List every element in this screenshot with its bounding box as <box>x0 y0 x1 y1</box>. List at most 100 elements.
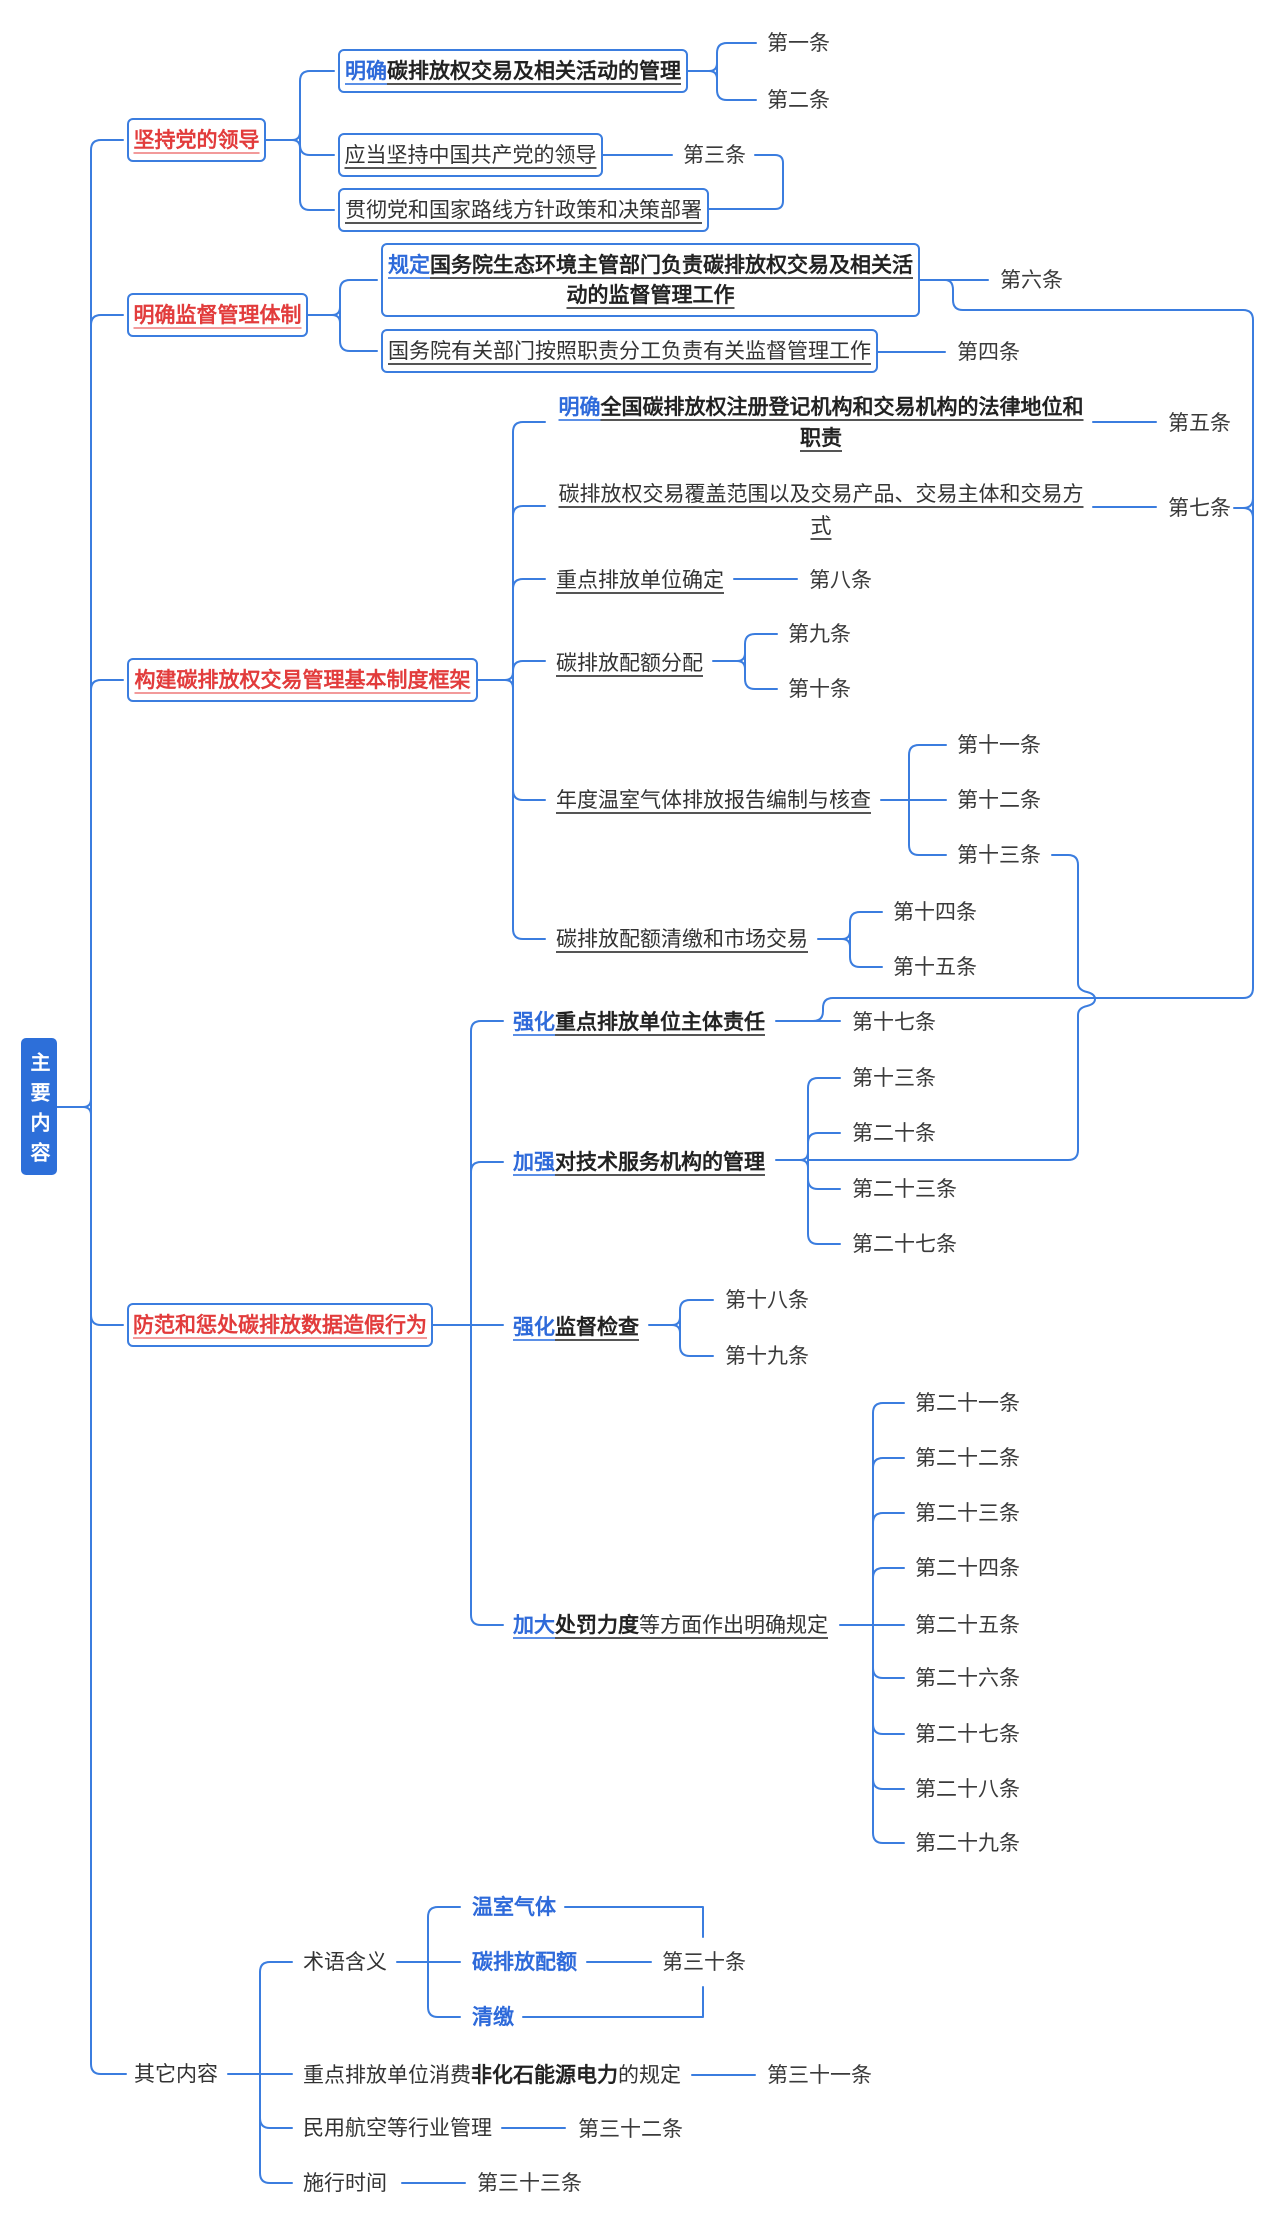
article-label[interactable]: 第二十八条 <box>915 1777 1020 1801</box>
article-label[interactable]: 第二十五条 <box>915 1613 1020 1637</box>
connector-s4-i1-bracket <box>807 1077 841 1245</box>
article-label[interactable]: 第十九条 <box>725 1344 809 1368</box>
article-label[interactable]: 第三十一条 <box>767 2063 872 2087</box>
article-label[interactable]: 第十七条 <box>852 1010 936 1034</box>
relation-line-article13 <box>807 854 1096 1161</box>
article-label[interactable]: 第三条 <box>683 143 746 167</box>
connector-s4-i3-branch <box>872 1778 905 1790</box>
connector-s4-i1-branch <box>807 1178 841 1190</box>
node-s2-item0[interactable]: 规定国务院生态环境主管部门负责碳排放权交易及相关活动的监督管理工作 <box>381 243 920 317</box>
article-label[interactable]: 第十条 <box>788 677 851 701</box>
relation-line-article3 <box>708 154 784 210</box>
article-label[interactable]: 第十三条 <box>957 843 1041 867</box>
connector-s4-i3-bracket <box>872 1402 905 1844</box>
term-node[interactable]: 清缴 <box>472 2003 514 2031</box>
node-s1-item2[interactable]: 贯彻党和国家路线方针政策和决策部署 <box>338 188 709 232</box>
node-text: 等方面作出明确规定 <box>639 1613 828 1637</box>
node-s3-item3[interactable]: 碳排放配额分配 <box>556 649 703 677</box>
keyword-highlight: 加大 <box>513 1613 555 1637</box>
article-label[interactable]: 第三十二条 <box>578 2117 683 2141</box>
article-label[interactable]: 第二十二条 <box>915 1446 1020 1470</box>
node-s4-item3[interactable]: 加大处罚力度等方面作出明确规定 <box>513 1611 828 1639</box>
article-label[interactable]: 第二十条 <box>852 1121 936 1145</box>
connector-s4-i2-bracket <box>679 1299 714 1357</box>
connector-trunk <box>90 139 127 2075</box>
connector-s1-branch <box>299 144 335 156</box>
connector-s1 <box>265 131 301 149</box>
article-label[interactable]: 第十二条 <box>957 788 1041 812</box>
root-node[interactable]: 主要内容 <box>21 1038 57 1175</box>
node-s5-item2[interactable]: 民用航空等行业管理 <box>303 2114 492 2142</box>
node-s4-item0[interactable]: 强化重点排放单位主体责任 <box>513 1008 765 1036</box>
node-text: 应当坚持中国共产党的领导 <box>344 143 597 167</box>
section-title-label: 其它内容 <box>134 2062 218 2086</box>
article-label[interactable]: 第二十九条 <box>915 1831 1020 1855</box>
node-s3-item2[interactable]: 重点排放单位确定 <box>556 566 724 594</box>
connector-s1-i0 <box>687 62 718 80</box>
term-label: 碳排放配额 <box>472 1950 577 1974</box>
node-text: 监督检查 <box>555 1315 639 1339</box>
node-s3-item4[interactable]: 年度温室气体排放报告编制与核查 <box>556 786 871 814</box>
article-label[interactable]: 第五条 <box>1168 411 1231 435</box>
article-label[interactable]: 第十八条 <box>725 1288 809 1312</box>
node-s5-item1[interactable]: 重点排放单位消费非化石能源电力的规定 <box>303 2061 681 2089</box>
connector-s3-bracket <box>512 421 546 940</box>
article-label[interactable]: 第二条 <box>767 88 830 112</box>
article-label[interactable]: 第十五条 <box>893 955 977 979</box>
section-title-supervision-system[interactable]: 明确监督管理体制 <box>127 293 308 337</box>
connector-s1-i0-bracket <box>716 42 757 101</box>
node-emphasis: 非化石能源电力 <box>471 2063 618 2087</box>
article-label[interactable]: 第二十三条 <box>915 1501 1020 1525</box>
connector-s4-i3-branch <box>872 1667 905 1679</box>
article-label[interactable]: 第十四条 <box>893 900 977 924</box>
section-title-other-content[interactable]: 其它内容 <box>134 2060 218 2088</box>
section-title-trading-framework[interactable]: 构建碳排放权交易管理基本制度框架 <box>127 658 478 702</box>
relation-line-article6 <box>807 279 1254 1022</box>
article-label[interactable]: 第十一条 <box>957 733 1041 757</box>
keyword-highlight: 强化 <box>513 1010 555 1034</box>
keyword-highlight: 规定 <box>388 253 430 277</box>
connector-s4-i3-branch <box>872 1567 905 1579</box>
node-text: 国务院生态环境主管部门负责碳排放权交易及相关活动的监督管理工作 <box>430 253 913 307</box>
node-s3-item0[interactable]: 明确全国碳排放权注册登记机构和交易机构的法律地位和职责 <box>556 392 1086 454</box>
section-title-party-leadership[interactable]: 坚持党的领导 <box>127 118 266 162</box>
connector-s3 <box>477 671 514 689</box>
article-label[interactable]: 第一条 <box>767 31 830 55</box>
article-label[interactable]: 第十三条 <box>852 1066 936 1090</box>
node-s4-item2[interactable]: 强化监督检查 <box>513 1313 639 1341</box>
section-title-data-fraud[interactable]: 防范和惩处碳排放数据造假行为 <box>127 1303 433 1347</box>
article-label[interactable]: 第二十六条 <box>915 1666 1020 1690</box>
article-label[interactable]: 第九条 <box>788 622 851 646</box>
node-text: 重点排放单位消费 <box>303 2063 471 2087</box>
article-label[interactable]: 第二十四条 <box>915 1556 1020 1580</box>
article-label[interactable]: 第二十七条 <box>852 1232 957 1256</box>
article-label[interactable]: 第四条 <box>957 340 1020 364</box>
node-s1-item0[interactable]: 明确碳排放权交易及相关活动的管理 <box>338 49 688 93</box>
node-s2-item1[interactable]: 国务院有关部门按照职责分工负责有关监督管理工作 <box>381 329 878 373</box>
node-text: 重点排放单位主体责任 <box>555 1010 765 1034</box>
section-title-label: 构建碳排放权交易管理基本制度框架 <box>134 668 471 692</box>
article-label[interactable]: 第七条 <box>1168 496 1231 520</box>
node-text: 重点排放单位确定 <box>556 568 724 592</box>
node-text: 国务院有关部门按照职责分工负责有关监督管理工作 <box>388 339 871 363</box>
term-node[interactable]: 温室气体 <box>472 1893 556 1921</box>
connector-root <box>56 1098 92 1116</box>
term-node[interactable]: 碳排放配额 <box>472 1948 577 1976</box>
article-label[interactable]: 第二十七条 <box>915 1722 1020 1746</box>
article-label[interactable]: 第二十三条 <box>852 1177 957 1201</box>
node-s5-item0[interactable]: 术语含义 <box>303 1948 387 1976</box>
node-s3-item1[interactable]: 碳排放权交易覆盖范围以及交易产品、交易主体和交易方式 <box>556 478 1086 542</box>
node-s1-item1[interactable]: 应当坚持中国共产党的领导 <box>338 133 603 177</box>
connector-s4-bracket <box>470 1020 504 1626</box>
node-s3-item5[interactable]: 碳排放配额清缴和市场交易 <box>556 925 808 953</box>
connector-s1-bracket <box>299 70 335 211</box>
article-label[interactable]: 第三十三条 <box>477 2171 582 2195</box>
article-label[interactable]: 第六条 <box>1000 268 1063 292</box>
article-label[interactable]: 第八条 <box>809 568 872 592</box>
article-label[interactable]: 第三十条 <box>662 1950 746 1974</box>
node-s5-item3[interactable]: 施行时间 <box>303 2169 387 2197</box>
node-s4-item1[interactable]: 加强对技术服务机构的管理 <box>513 1148 765 1176</box>
article-label[interactable]: 第二十一条 <box>915 1391 1020 1415</box>
connector-s4-i2 <box>648 1316 681 1334</box>
